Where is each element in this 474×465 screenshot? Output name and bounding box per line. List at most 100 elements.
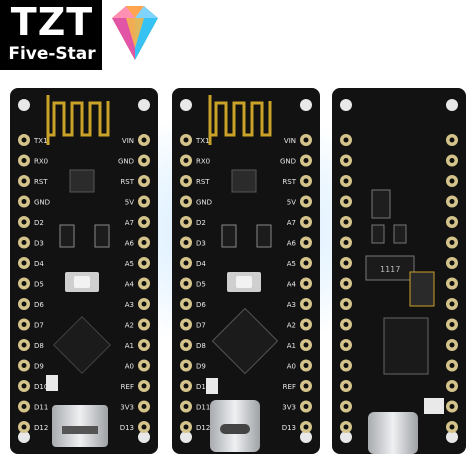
- pin-label: D8: [34, 342, 44, 350]
- pin-hole: [449, 158, 455, 163]
- pin-hole: [141, 363, 147, 368]
- crystal: [46, 375, 58, 391]
- pin-label: RST: [282, 178, 296, 186]
- pin-hole: [449, 281, 455, 286]
- pin-hole: [449, 301, 455, 307]
- pin-hole: [449, 404, 455, 409]
- pin-hole: [183, 199, 189, 204]
- pin-hole: [183, 137, 189, 143]
- mcu-chip: [53, 316, 111, 374]
- pin-hole: [449, 240, 455, 245]
- pin-hole: [183, 219, 189, 225]
- pin-hole: [21, 404, 27, 409]
- brand-logo: TZT Five-Star: [0, 0, 166, 70]
- pin-label: RST: [34, 178, 48, 186]
- pin-hole: [21, 137, 27, 143]
- pin-hole: [21, 199, 27, 204]
- pin-hole: [183, 383, 189, 389]
- pin-hole: [21, 301, 27, 307]
- pin-hole: [303, 404, 309, 409]
- voltage-regulator: [365, 255, 415, 281]
- pin-hole: [303, 424, 309, 430]
- pin-label: RX0: [34, 158, 48, 166]
- regulator: [256, 224, 272, 248]
- pin-label: VIN: [122, 137, 134, 145]
- pin-hole: [183, 178, 189, 184]
- pin-label: RST: [196, 178, 210, 186]
- pin-hole: [141, 199, 147, 204]
- pin-hole: [449, 260, 455, 266]
- pin-label: A0: [125, 363, 134, 371]
- pin-label: 3V3: [120, 404, 134, 412]
- pin-hole: [303, 199, 309, 204]
- pin-label: D12: [196, 424, 210, 432]
- pin-hole: [303, 322, 309, 327]
- pin-hole: [21, 240, 27, 245]
- crystal: [206, 378, 218, 394]
- regulator-label: 1117: [380, 265, 400, 274]
- mcu-chip: [211, 307, 279, 375]
- pin-hole: [343, 260, 349, 266]
- pin-hole: [449, 342, 455, 348]
- solder-jumper: [409, 271, 435, 307]
- pin-hole: [141, 424, 147, 430]
- usb-connector-back: [368, 412, 418, 454]
- pin-label: D12: [34, 424, 48, 432]
- pin-label: RX0: [196, 158, 210, 166]
- pin-hole: [21, 178, 27, 184]
- pin-label: GND: [34, 199, 50, 207]
- pin-hole: [303, 342, 309, 348]
- pin-hole: [141, 404, 147, 409]
- pin-label: A5: [287, 260, 296, 268]
- logo-tagline: Five-Star: [8, 44, 96, 64]
- pin-hole: [183, 158, 189, 163]
- pin-label: D8: [196, 342, 206, 350]
- pin-hole: [303, 301, 309, 307]
- pin-label: A4: [287, 281, 297, 289]
- pin-label: A2: [125, 322, 134, 330]
- pin-hole: [21, 342, 27, 348]
- pin-label: GND: [280, 158, 296, 166]
- pin-hole: [141, 383, 147, 389]
- pin-hole: [183, 342, 189, 348]
- pin-hole: [343, 363, 349, 368]
- pin-label: A4: [125, 281, 135, 289]
- pin-hole: [141, 301, 147, 307]
- pin-hole: [343, 281, 349, 286]
- pin-label: 3V3: [282, 404, 296, 412]
- pin-hole: [449, 424, 455, 430]
- pin-hole: [449, 383, 455, 389]
- regulator: [59, 224, 75, 248]
- pin-label: GND: [118, 158, 134, 166]
- pin-label: D4: [196, 260, 206, 268]
- pin-label: VIN: [284, 137, 296, 145]
- pin-label: A7: [125, 219, 134, 227]
- pin-hole: [303, 137, 309, 143]
- pin-label: A1: [287, 342, 296, 350]
- pin-hole: [141, 158, 147, 163]
- pin-hole: [303, 260, 309, 266]
- pin-label: D6: [34, 301, 44, 309]
- pin-hole: [141, 137, 147, 143]
- pin-hole: [21, 322, 27, 327]
- pin-hole: [141, 342, 147, 348]
- pin-label: D5: [196, 281, 206, 289]
- pin-hole: [303, 219, 309, 225]
- pin-label: A1: [125, 342, 134, 350]
- pin-hole: [343, 240, 349, 245]
- pin-hole: [343, 178, 349, 184]
- pin-hole: [183, 281, 189, 286]
- pin-label: D10: [34, 383, 48, 391]
- pin-hole: [141, 281, 147, 286]
- pin-label: D13: [282, 424, 296, 432]
- pin-hole: [141, 260, 147, 266]
- pin-hole: [303, 178, 309, 184]
- pin-label: D5: [34, 281, 44, 289]
- pin-label: A6: [125, 240, 135, 248]
- pin-hole: [449, 178, 455, 184]
